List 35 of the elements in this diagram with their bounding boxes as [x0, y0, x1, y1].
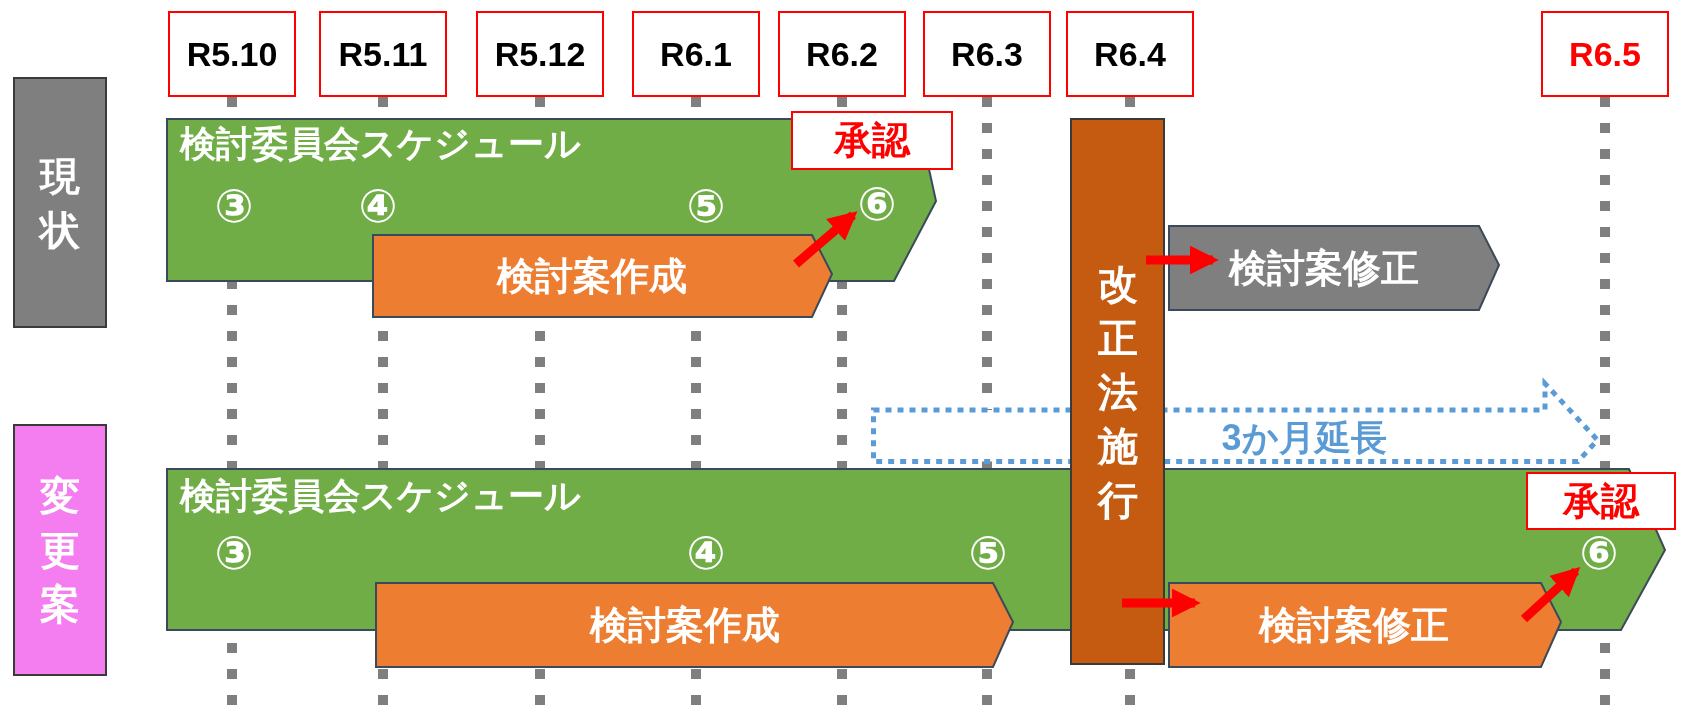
arrow — [1520, 567, 1581, 623]
row-label: 変更案 — [13, 424, 107, 676]
step-number: ⑤ — [686, 183, 726, 229]
step-number: ④ — [686, 530, 726, 576]
arrow — [793, 211, 858, 268]
month-label: R6.4 — [1066, 11, 1194, 97]
arrow-text: 3か月延長 — [1221, 420, 1387, 456]
arrow — [1122, 588, 1201, 618]
month-label: R6.3 — [923, 11, 1051, 97]
arrow-text: 検討案修正 — [1229, 249, 1419, 287]
schedule-heading: 検討委員会スケジュール — [180, 126, 581, 162]
approval-label: 承認 — [1526, 472, 1676, 530]
step-number: ⑥ — [850, 177, 904, 231]
step-number: ③ — [214, 530, 254, 576]
law-enforcement-bar: 改正法施行 — [1070, 118, 1165, 665]
arrow — [1146, 245, 1219, 275]
step-number: ④ — [358, 183, 398, 229]
task-band — [375, 582, 1014, 668]
task-band — [1168, 225, 1500, 311]
row-label: 現状 — [13, 77, 107, 328]
month-label: R5.12 — [476, 11, 604, 97]
step-number: ⑤ — [968, 530, 1008, 576]
month-label: R5.10 — [168, 11, 296, 97]
task-band — [372, 234, 833, 318]
arrow-text: 検討案作成 — [590, 606, 780, 644]
arrow-text: 検討案修正 — [1259, 606, 1449, 644]
month-label: R6.5 — [1541, 11, 1669, 97]
schedule-heading: 検討委員会スケジュール — [180, 478, 581, 514]
month-label: R5.11 — [319, 11, 447, 97]
task-band — [1168, 582, 1562, 668]
approval-label: 承認 — [791, 111, 953, 170]
month-label: R6.1 — [632, 11, 760, 97]
month-label: R6.2 — [778, 11, 906, 97]
arrow-text: 検討案作成 — [497, 257, 687, 295]
step-number: ③ — [214, 183, 254, 229]
